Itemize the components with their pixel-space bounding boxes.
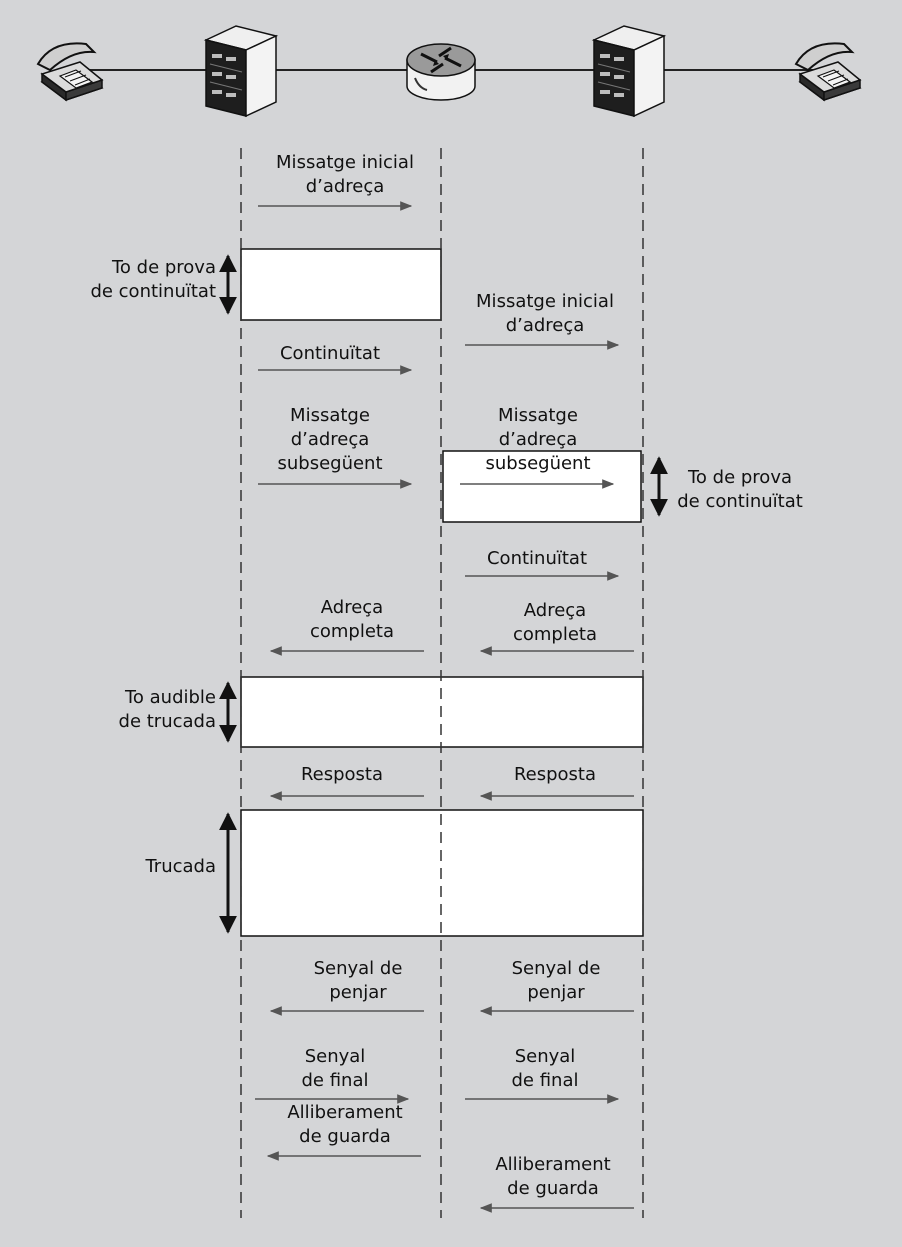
label-acm-1: Adreça completa: [309, 597, 395, 642]
call-box: [240, 809, 644, 937]
label-tone-test-2: To de prova de continuïtat: [677, 467, 803, 512]
label-release-1: Alliberament de guarda: [287, 1102, 403, 1147]
continuity-test-box-left: [240, 248, 442, 321]
label-ringing-tone: To audible de trucada: [118, 687, 216, 732]
switch-icon: [591, 25, 667, 118]
label-tone-test-1: To de prova de continuïtat: [90, 257, 216, 302]
label-sam-1: Missatge d’adreça subsegüent: [277, 405, 383, 474]
label-answer-1: Resposta: [300, 764, 384, 785]
label-acm-2: Adreça completa: [512, 600, 598, 645]
router-icon: [406, 43, 476, 101]
label-sam-2: Missatge d’adreça subsegüent: [485, 405, 591, 474]
label-end-1: Senyal de final: [301, 1046, 369, 1091]
label-call: Trucada: [145, 856, 216, 877]
label-continuity-1: Continuïtat: [279, 343, 381, 364]
label-end-2: Senyal de final: [511, 1046, 579, 1091]
label-answer-2: Resposta: [513, 764, 597, 785]
label-iam-1: Missatge inicial d’adreça: [276, 152, 414, 197]
ringing-tone-box: [240, 676, 644, 748]
label-iam-2: Missatge inicial d’adreça: [476, 291, 614, 336]
telephone-icon: [794, 42, 862, 102]
label-release-2: Alliberament de guarda: [495, 1154, 611, 1199]
switch-icon: [203, 25, 279, 118]
label-hangup-2: Senyal de penjar: [511, 958, 601, 1003]
telephone-icon: [36, 42, 104, 102]
label-continuity-2: Continuïtat: [486, 548, 588, 569]
label-hangup-1: Senyal de penjar: [313, 958, 403, 1003]
